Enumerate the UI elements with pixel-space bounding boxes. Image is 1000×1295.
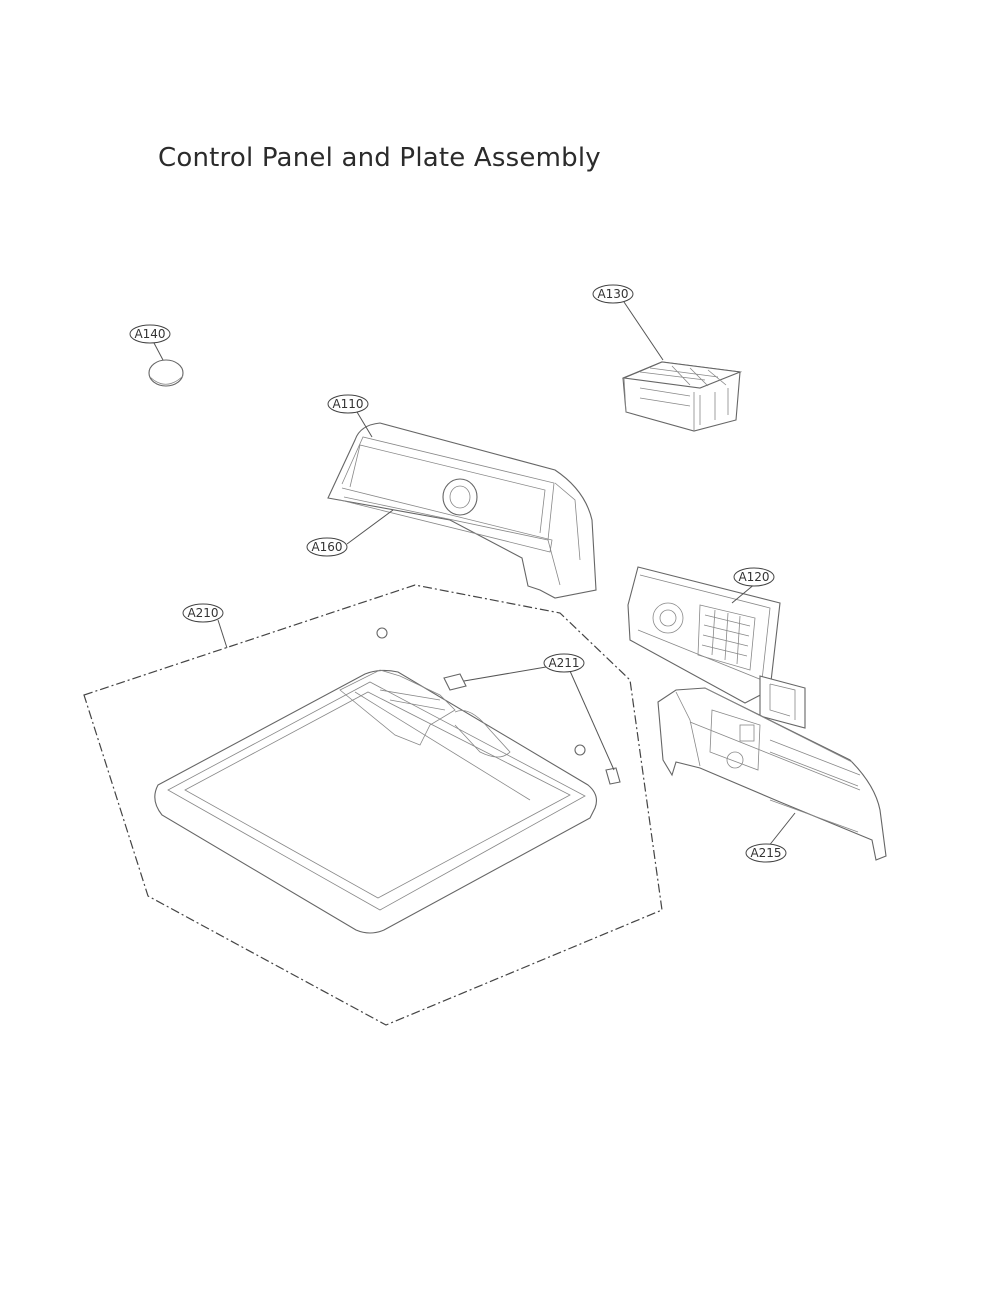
callout-a210: A210 bbox=[182, 603, 224, 623]
callout-a160-text: A160 bbox=[311, 540, 342, 554]
top-plate-assembly-boundary bbox=[83, 584, 663, 1026]
callout-a211: A211 bbox=[543, 653, 585, 673]
module-box-part bbox=[621, 361, 743, 432]
control-panel-part bbox=[327, 422, 597, 599]
leader-a110 bbox=[356, 411, 373, 438]
callout-a140-text: A140 bbox=[134, 327, 165, 341]
leader-a211-lower bbox=[569, 670, 615, 771]
knob-part bbox=[148, 359, 184, 387]
leader-a210 bbox=[217, 619, 228, 649]
bracket-part bbox=[759, 675, 806, 729]
leader-a130 bbox=[623, 301, 664, 361]
rear-panel-part bbox=[657, 687, 887, 861]
leader-a215 bbox=[767, 812, 796, 848]
callout-a130: A130 bbox=[592, 284, 634, 304]
callout-a215: A215 bbox=[745, 843, 787, 863]
callout-a110-text: A110 bbox=[332, 397, 363, 411]
callout-a210-text: A210 bbox=[187, 606, 218, 620]
pcb-part bbox=[627, 566, 781, 704]
callout-a215-text: A215 bbox=[750, 846, 781, 860]
callout-a211-text: A211 bbox=[548, 656, 579, 670]
page-title: Control Panel and Plate Assembly bbox=[158, 143, 601, 173]
callout-a140: A140 bbox=[129, 324, 171, 344]
leader-a160 bbox=[346, 509, 394, 545]
callout-a160: A160 bbox=[306, 537, 348, 557]
leader-a140 bbox=[153, 342, 164, 361]
clip-part bbox=[443, 673, 621, 785]
callout-a120-text: A120 bbox=[738, 570, 769, 584]
top-plate-part bbox=[154, 627, 597, 934]
leader-a211-upper bbox=[463, 666, 547, 682]
callout-a120: A120 bbox=[733, 567, 775, 587]
callout-a130-text: A130 bbox=[597, 287, 628, 301]
callout-a110: A110 bbox=[327, 394, 369, 414]
